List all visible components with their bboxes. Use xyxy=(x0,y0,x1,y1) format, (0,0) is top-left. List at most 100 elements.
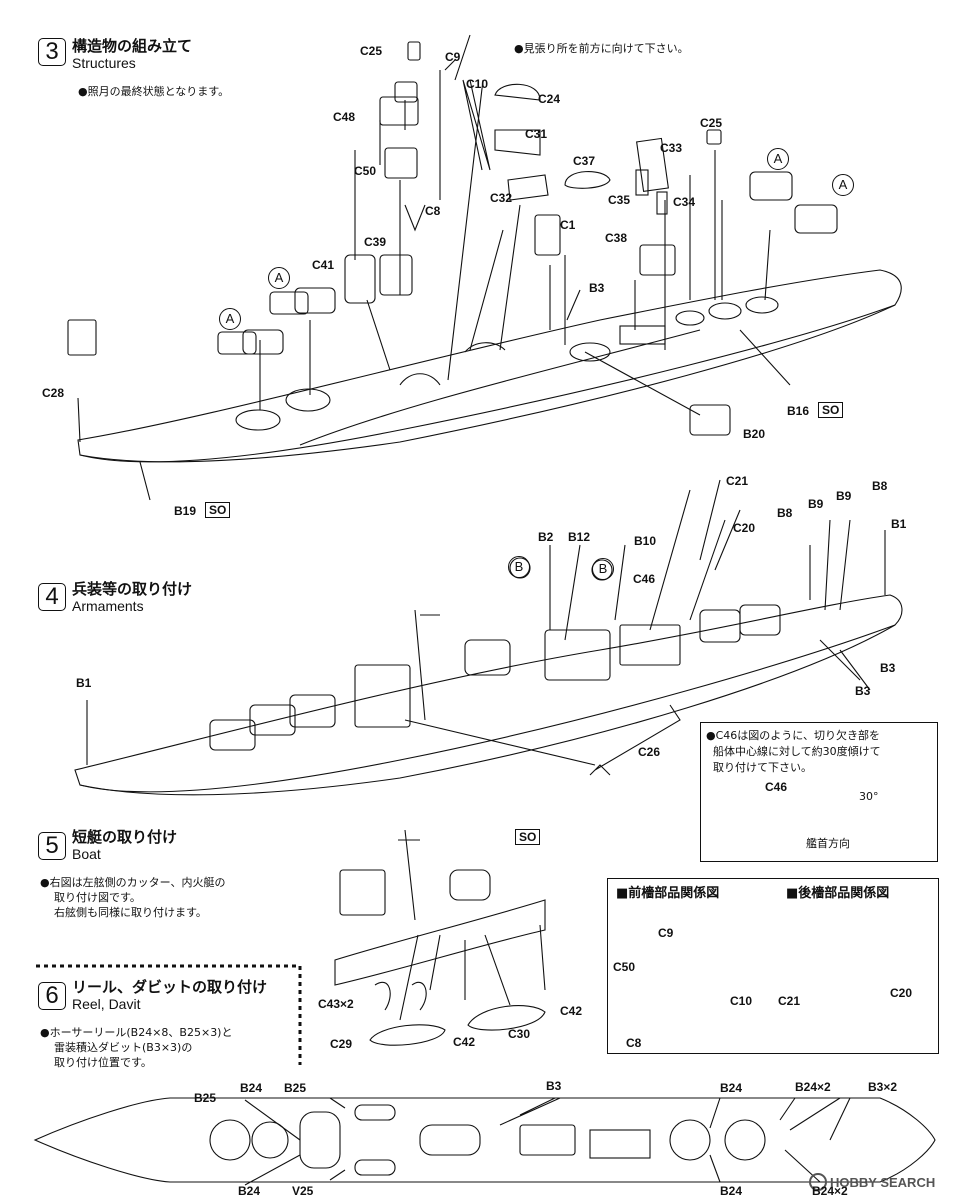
label-c34: C34 xyxy=(673,195,696,209)
label-c9: C9 xyxy=(658,926,674,940)
aft-mast-title: ■後檣部品関係図 xyxy=(786,886,890,901)
step-5-subtitle: Boat xyxy=(72,846,101,862)
label-b9: B9 xyxy=(808,497,824,511)
so-badge: SO xyxy=(515,829,541,845)
step-3-title: 構造物の組み立て xyxy=(72,37,193,55)
label-b24: B24 xyxy=(720,1081,743,1095)
c46-note-line1: ●C46は図のように、切り欠き部を xyxy=(706,729,880,742)
label-c10: C10 xyxy=(730,994,753,1008)
step-6-title: リール、ダビットの取り付け xyxy=(72,978,268,996)
label-b20: B20 xyxy=(743,427,766,441)
label-c42: C42 xyxy=(560,1004,583,1018)
label-c50: C50 xyxy=(613,960,636,974)
label-c28: C28 xyxy=(42,386,65,400)
label-c32: C32 xyxy=(490,191,513,205)
step-6-number: 6 xyxy=(38,982,66,1010)
label-b24x2: B24×2 xyxy=(812,1184,848,1198)
label-b3: B3 xyxy=(589,281,605,295)
step-6-note2: 雷装積込ダビット(B3×3)の xyxy=(54,1041,193,1054)
step-5-note3: 右舷側も同様に取り付けます。 xyxy=(54,906,207,919)
label-v25: V25 xyxy=(292,1184,314,1198)
label-c33: C33 xyxy=(660,141,683,155)
step-6-note1: ●ホーサーリール(B24×8、B25×3)と xyxy=(40,1026,233,1039)
circle-a-marker: A xyxy=(219,308,241,330)
circle-a-marker: A xyxy=(268,267,290,289)
c46-label: C46 xyxy=(765,780,788,794)
so-badge: SO xyxy=(818,402,844,418)
label-c9: C9 xyxy=(445,50,461,64)
step-5-note1: ●右図は左舷側のカッター、内火艇の xyxy=(40,876,226,889)
label-b3: B3 xyxy=(546,1079,562,1093)
label-b9: B9 xyxy=(836,489,852,503)
label-b10: B10 xyxy=(634,534,657,548)
step-5-number: 5 xyxy=(38,832,66,860)
angle-label: 30° xyxy=(859,790,879,803)
label-c30: C30 xyxy=(508,1027,531,1041)
label-c8: C8 xyxy=(626,1036,642,1050)
label-c20: C20 xyxy=(890,986,913,1000)
step-5-note2: 取り付け図です。 xyxy=(54,891,141,904)
label-c8: C8 xyxy=(425,204,441,218)
step-3-note: ●照月の最終状態となります。 xyxy=(78,85,230,98)
label-b8: B8 xyxy=(777,506,793,520)
label-c46: C46 xyxy=(633,572,656,586)
step-3-callout: ●見張り所を前方に向けて下さい。 xyxy=(514,42,689,55)
label-b3: B3 xyxy=(880,661,896,675)
label-b8: B8 xyxy=(872,479,888,493)
step-4-subtitle: Armaments xyxy=(72,598,144,614)
label-c21: C21 xyxy=(778,994,801,1008)
watermark: HOBBY SEARCH xyxy=(830,1175,936,1190)
circle-a-marker: A xyxy=(767,148,789,170)
label-b24: B24 xyxy=(238,1184,261,1198)
label-b24x2: B24×2 xyxy=(795,1080,831,1094)
label-c1: C1 xyxy=(560,218,576,232)
label-c26: C26 xyxy=(638,745,661,759)
so-badge: SO xyxy=(205,502,231,518)
label-c29: C29 xyxy=(330,1037,353,1051)
label-b1: B1 xyxy=(891,517,907,531)
label-b3x2: B3×2 xyxy=(868,1080,898,1094)
label-c35: C35 xyxy=(608,193,631,207)
c46-note-line2: 船体中心線に対して約30度傾けて xyxy=(713,745,881,758)
label-b1: B1 xyxy=(76,676,92,690)
mast-diagram-box: ■前檣部品関係図 ■後檣部品関係図 C9 C50 C10 C8 C21 C20 xyxy=(607,878,939,1054)
label-b12: B12 xyxy=(568,530,591,544)
step-3-subtitle: Structures xyxy=(72,55,136,71)
label-b25: B25 xyxy=(194,1091,217,1105)
label-c42: C42 xyxy=(453,1035,476,1049)
step-5-title: 短艇の取り付け xyxy=(72,828,178,846)
label-b2: B2 xyxy=(538,530,554,544)
label-c24: C24 xyxy=(538,92,561,106)
label-b3: B3 xyxy=(855,684,871,698)
c46-note-line3: 取り付けて下さい。 xyxy=(713,761,812,774)
label-c50: C50 xyxy=(354,164,377,178)
label-c21: C21 xyxy=(726,474,749,488)
label-c43: C43×2 xyxy=(318,997,354,1011)
step-6-note3: 取り付け位置です。 xyxy=(54,1056,152,1069)
step-4-title: 兵装等の取り付け xyxy=(72,580,193,598)
circle-a-marker: A xyxy=(832,174,854,196)
label-b16: B16 xyxy=(787,404,810,418)
label-c25: C25 xyxy=(360,44,383,58)
fore-mast-title: ■前檣部品関係図 xyxy=(616,886,720,901)
label-c38: C38 xyxy=(605,231,628,245)
bow-direction-label: 艦首方向 xyxy=(806,837,850,850)
label-c37: C37 xyxy=(573,154,596,168)
label-c20: C20 xyxy=(733,521,756,535)
step-4-number: 4 xyxy=(38,583,66,611)
circle-b-marker: B xyxy=(508,556,530,578)
label-c41: C41 xyxy=(312,258,335,272)
label-b25: B25 xyxy=(284,1081,307,1095)
label-c48: C48 xyxy=(333,110,356,124)
label-b19: B19 xyxy=(174,504,197,518)
c46-note-box: ●C46は図のように、切り欠き部を 船体中心線に対して約30度傾けて 取り付けて… xyxy=(700,722,938,862)
hull-step3 xyxy=(77,269,902,463)
label-c31: C31 xyxy=(525,127,548,141)
hull-step4 xyxy=(74,594,903,793)
hull-step6 xyxy=(33,1097,936,1183)
circle-b-marker: B xyxy=(592,558,614,580)
step-3-number: 3 xyxy=(38,38,66,66)
label-b24: B24 xyxy=(720,1184,743,1198)
step-6-subtitle: Reel, Davit xyxy=(72,996,141,1012)
label-c39: C39 xyxy=(364,235,387,249)
